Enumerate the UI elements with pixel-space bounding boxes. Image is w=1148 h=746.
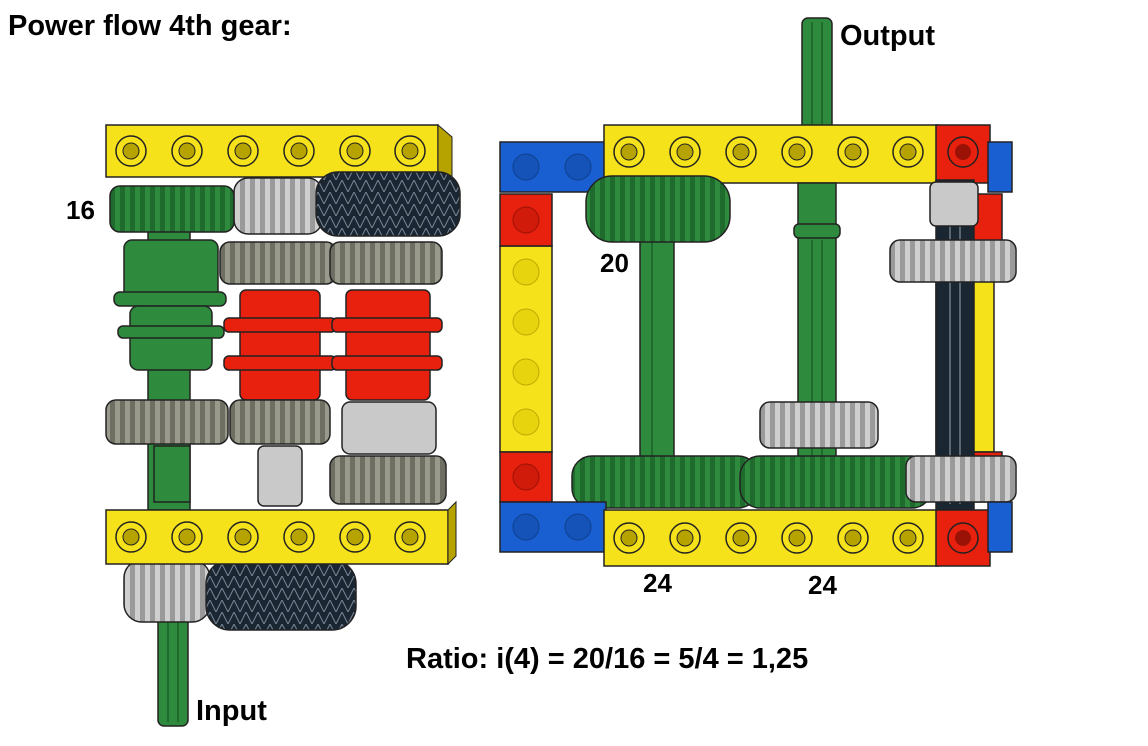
output-shaft — [801, 17, 833, 131]
gear-20-label: 20 — [600, 248, 629, 278]
gear-24-left-label: 24 — [643, 568, 672, 598]
right-bottom-beam — [499, 501, 1013, 567]
gray-gear-right-bottom — [905, 455, 1017, 503]
black-gear-bottom — [205, 559, 357, 631]
gray-gear-middle — [759, 401, 879, 449]
shaft-column-2 — [219, 177, 337, 507]
gray-gear-right-top — [889, 239, 1017, 283]
left-top-beam — [105, 123, 453, 191]
left-assembly — [105, 123, 461, 727]
gear-24-left — [571, 455, 759, 509]
gear-24-right — [739, 455, 933, 509]
black-gear-top — [315, 171, 461, 237]
right-top-beam — [499, 124, 1013, 193]
input-label: Input — [196, 695, 267, 727]
gear-16-label: 16 — [66, 195, 95, 225]
gear-20 — [585, 175, 731, 243]
gear-24-right-label: 24 — [808, 570, 837, 600]
ratio-text: Ratio: i(4) = 20/16 = 5/4 = 1,25 — [406, 643, 809, 675]
output-label: Output — [840, 20, 936, 52]
page-title: Power flow 4th gear: — [8, 10, 292, 42]
right-assembly — [499, 17, 1017, 567]
shaft-column-3 — [315, 171, 461, 505]
input-gray-gear — [123, 559, 211, 623]
gear-16 — [109, 185, 235, 233]
shaft-column-1 — [105, 185, 235, 511]
gray-gear-top — [233, 177, 323, 235]
left-bottom-beam — [105, 500, 457, 566]
